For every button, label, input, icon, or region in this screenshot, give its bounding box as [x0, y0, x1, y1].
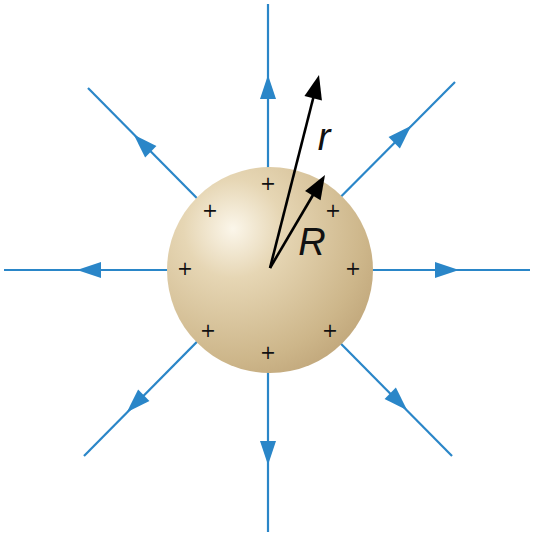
- radius-label: R: [298, 223, 325, 261]
- field-arrowheads: [77, 75, 459, 465]
- charge-sign: +: [260, 174, 276, 193]
- charge-sign: +: [322, 321, 338, 340]
- charge-sign: +: [260, 343, 276, 362]
- distance-label: r: [318, 118, 331, 156]
- field-lines: [4, 4, 530, 532]
- charge-sign: +: [345, 259, 361, 278]
- charge-sign: +: [325, 201, 341, 220]
- charge-sign: +: [202, 201, 218, 220]
- charged-sphere: [167, 167, 373, 373]
- charge-sign: +: [200, 321, 216, 340]
- charge-sign: +: [177, 259, 193, 278]
- radius-vectors: [270, 73, 333, 268]
